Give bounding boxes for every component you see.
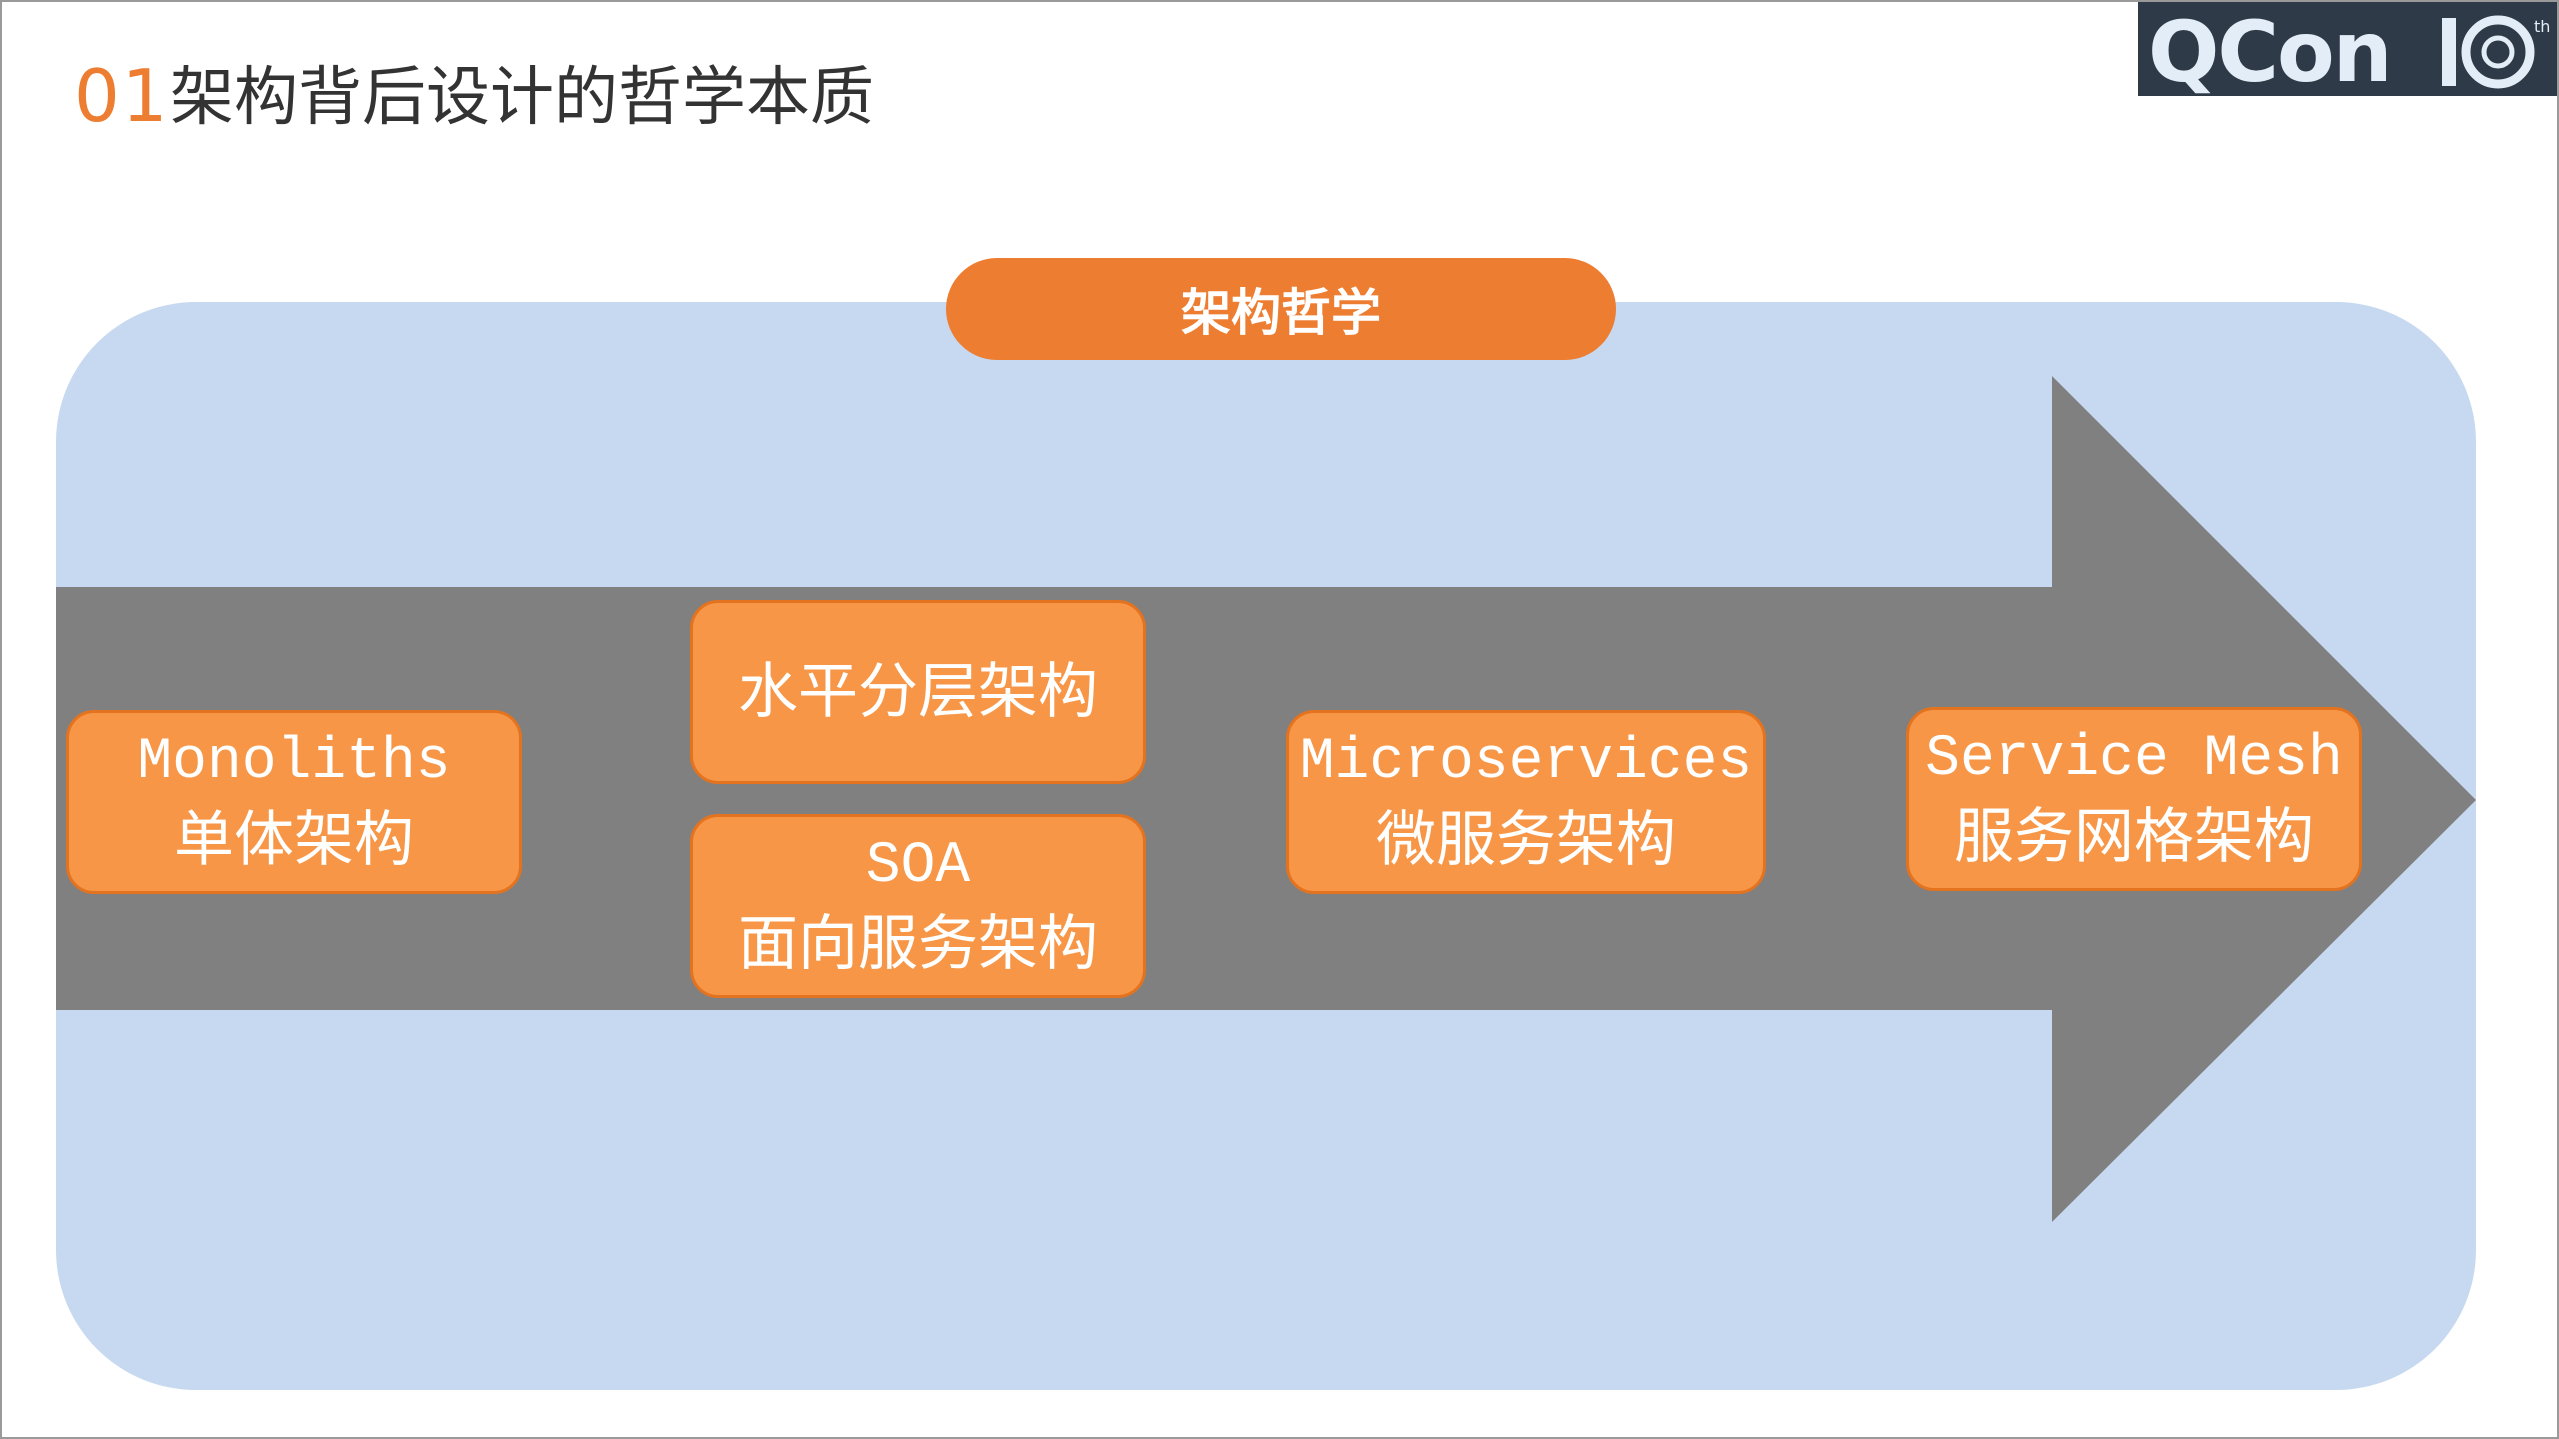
logo-one-bar xyxy=(2442,18,2456,86)
arrow-shape xyxy=(56,376,2476,1222)
stage-monoliths: Monoliths 单体架构 xyxy=(66,710,522,894)
stage-zh-label: 服务网格架构 xyxy=(1954,802,2314,872)
stage-microservices: Microservices 微服务架构 xyxy=(1286,710,1766,894)
qcon-logo: QCon th xyxy=(2138,2,2557,101)
stage-en-label: Monoliths xyxy=(137,730,451,795)
stage-en-label: Service Mesh xyxy=(1925,727,2343,792)
section-number: 01 xyxy=(74,54,170,138)
stage-zh-label: 单体架构 xyxy=(174,805,414,875)
stage-en-label: SOA xyxy=(865,834,971,899)
stage-en-label: Microservices xyxy=(1299,730,1753,795)
slide-title: 架构背后设计的哲学本质 xyxy=(170,61,874,135)
logo-anniversary-icon: th xyxy=(2442,15,2550,89)
logo-zero-inner xyxy=(2481,35,2515,69)
stage-service-mesh: Service Mesh 服务网格架构 xyxy=(1906,707,2362,891)
logo-text: QCon xyxy=(2148,3,2393,101)
center-label-pill: 架构哲学 xyxy=(946,258,1616,360)
stage-zh-label: 微服务架构 xyxy=(1376,805,1676,875)
logo-suffix: th xyxy=(2534,17,2550,36)
stage-soa: SOA 面向服务架构 xyxy=(690,814,1146,998)
stage-zh-label: 水平分层架构 xyxy=(738,657,1098,727)
stage-layered: 水平分层架构 xyxy=(690,600,1146,784)
logo-zero-ring xyxy=(2461,15,2535,89)
stage-zh-label: 面向服务架构 xyxy=(738,909,1098,979)
